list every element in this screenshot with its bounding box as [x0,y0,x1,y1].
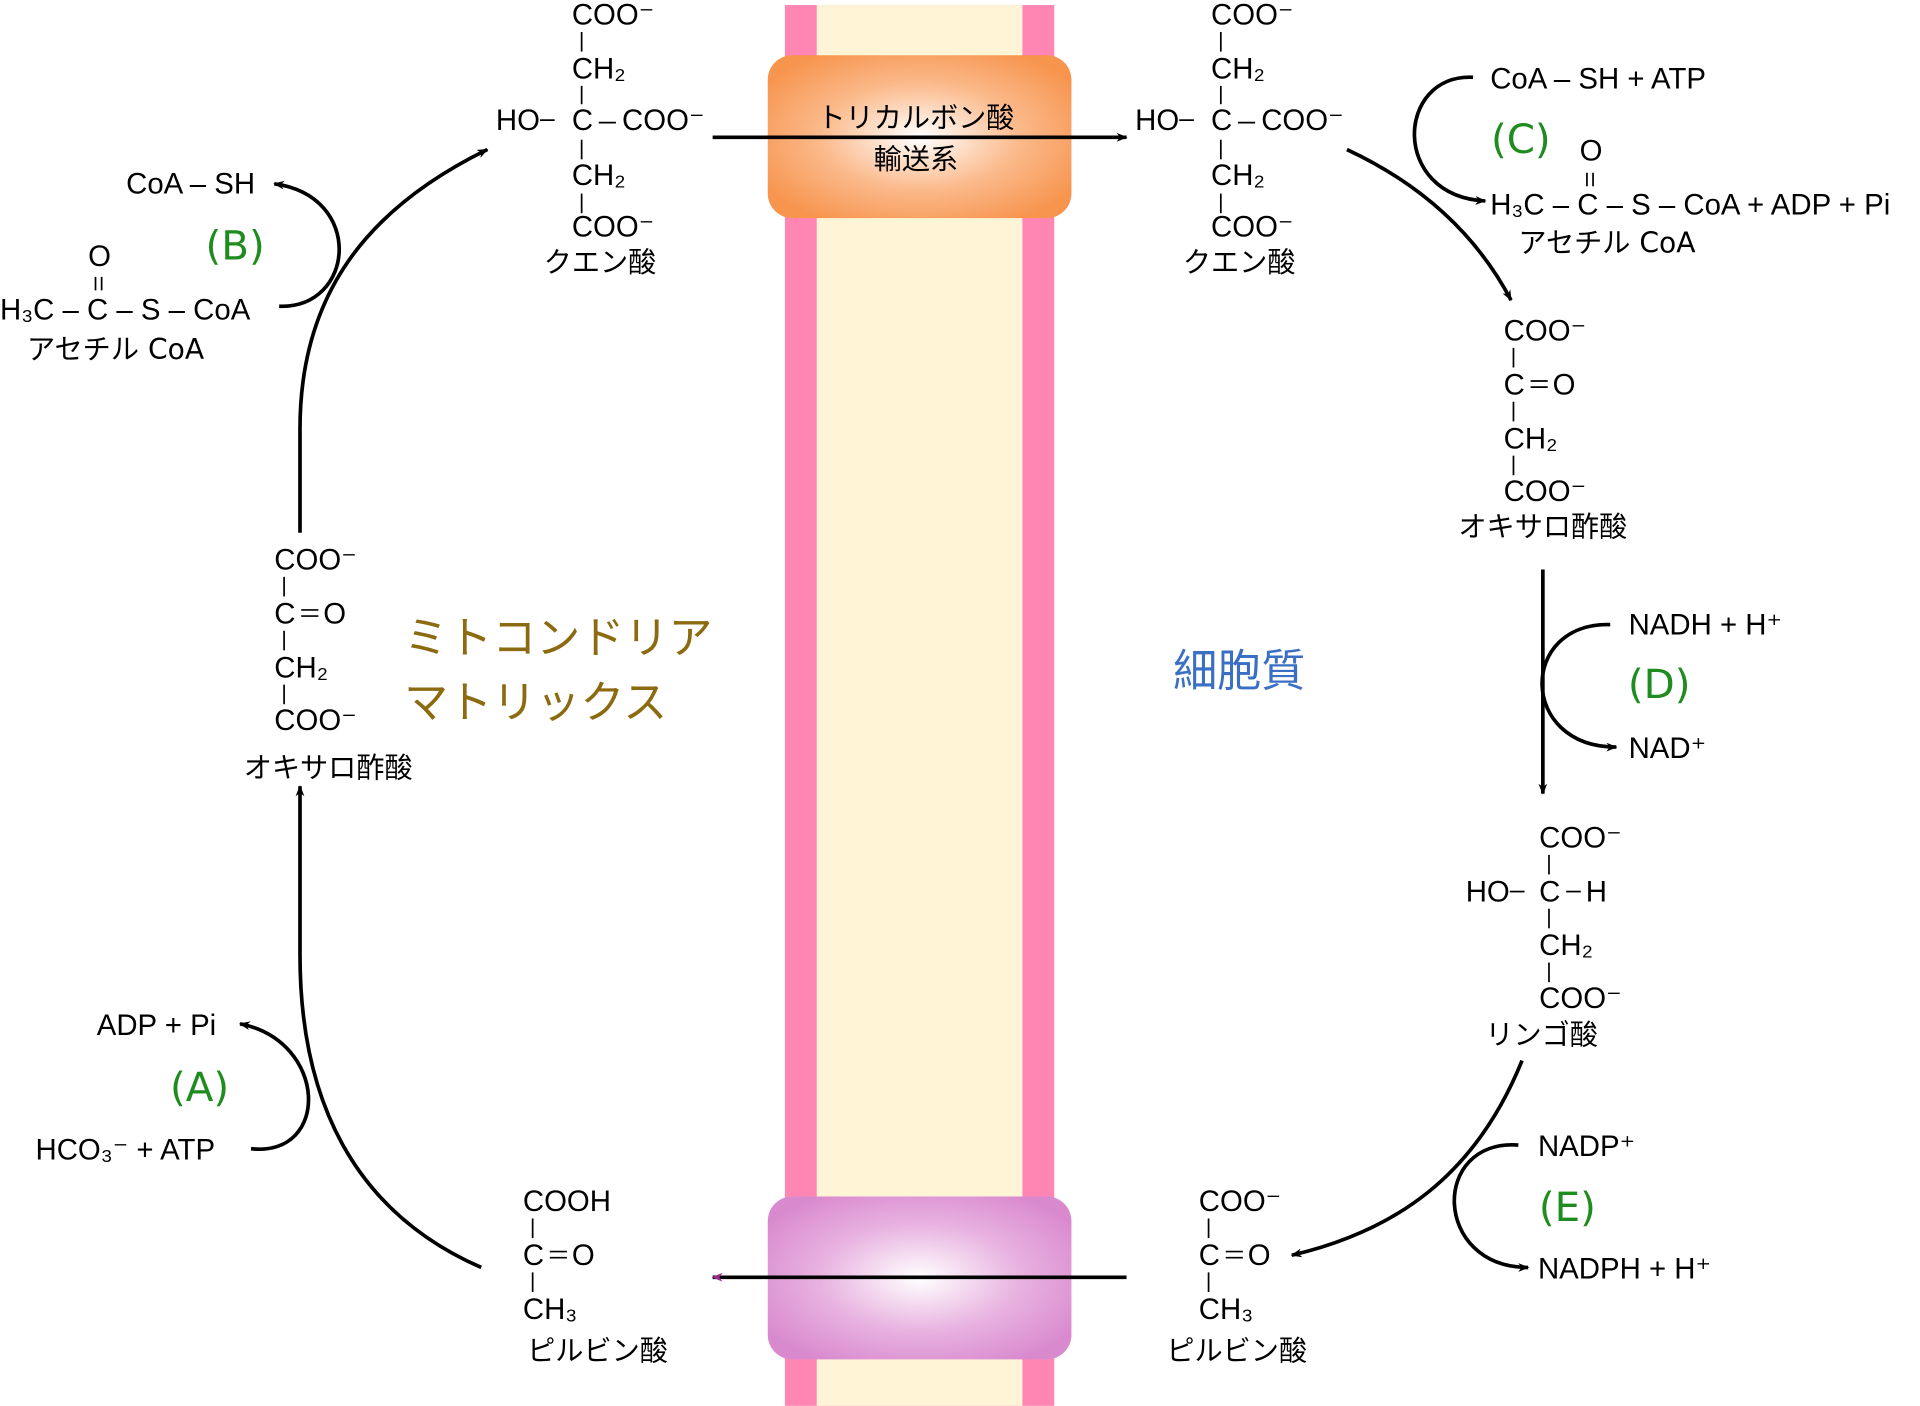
step-label-e: (E) [1539,1183,1596,1231]
transporter-label-line2: 輸送系 [874,143,958,176]
formula-row: COO⁻ [1504,475,1586,508]
formula-row: COO⁻ [274,704,356,737]
formula-row: CH₂ [274,651,328,684]
arrow-malate-to-pyruvate [1290,1059,1524,1258]
compound-name: ピルビン酸 [527,1335,668,1368]
reaction-c-product: H₃C – C – S – CoA + ADP + Pi [1490,188,1890,221]
formula-row: O [1248,1239,1271,1272]
formula-row: HO [1135,104,1179,137]
reaction-c: CoA – SH + ATP O H₃C – C – S – CoA + ADP… [1412,62,1890,259]
citrate-cytosol: COO⁻ CH₂ HO C COO⁻ CH₂ COO⁻ クエン酸 [1135,0,1344,279]
formula-row: CH₂ [1504,422,1558,455]
step-label-c: (C) [1491,115,1551,163]
reaction-c-substrate: CoA – SH + ATP [1490,62,1706,95]
formula-row: C [1539,875,1560,908]
transporter-label-line1: トリカルボン酸 [817,101,1014,134]
citrate-matrix: COO⁻ CH₂ HO C COO⁻ CH₂ COO⁻ クエン酸 [496,0,705,279]
formula-row: COO⁻ [1539,982,1621,1015]
acetyl-coa-formula: H₃C – C – S – CoA [0,294,251,327]
pyruvate-cytosol: COO⁻ C O CH₃ ピルビン酸 [1166,1185,1307,1367]
formula-row: COO⁻ [622,104,704,137]
compound-name: オキサロ酢酸 [244,752,413,785]
reaction-e: NADP⁺ NADPH + H⁺ [1452,1130,1711,1286]
formula-row: HO [1466,875,1510,908]
formula-row: HO [496,104,540,137]
reaction-b: CoA – SH O H₃C – C – S – CoA アセチル CoA [0,168,341,366]
formula-row: CH₂ [1211,53,1265,86]
formula-row: CH₃ [523,1293,577,1326]
formula-row: H [1586,875,1607,908]
formula-row: C [523,1239,544,1272]
formula-row: COO⁻ [1504,315,1586,348]
oxaloacetate-cytosol: COO⁻ C O CH₂ COO⁻ オキサロ酢酸 [1458,315,1627,544]
reaction-a: ADP + Pi HCO₃⁻ + ATP [36,1009,311,1167]
formula-row: O [323,597,346,630]
reaction-d-product: NAD⁺ [1629,732,1707,765]
formula-row: C [1199,1239,1220,1272]
matrix-label-line2: マトリックス [404,678,667,729]
compound-name: クエン酸 [544,246,657,279]
pyruvate-matrix: COOH C O CH₃ ピルビン酸 [523,1185,668,1367]
formula-row: CH₂ [572,53,626,86]
formula-row: COO⁻ [1211,0,1293,32]
formula-row: C [274,597,295,630]
formula-row: COO⁻ [1539,821,1621,854]
malate: COO⁻ HO C H CH₂ COO⁻ リンゴ酸 [1466,821,1622,1051]
formula-row: COOH [523,1185,611,1218]
matrix-label-line1: ミトコンドリア [404,613,713,664]
compound-name: オキサロ酢酸 [1458,510,1627,543]
step-label-d: (D) [1628,660,1691,708]
cytosol-label: 細胞質 [1173,646,1305,697]
reaction-d: NADH + H⁺ NAD⁺ [1540,608,1782,765]
reaction-a-substrate: HCO₃⁻ + ATP [36,1134,216,1167]
formula-row: C [1504,368,1525,401]
reaction-e-product: NADPH + H⁺ [1538,1253,1711,1286]
arrow-pyruvate-to-oxaloacetate [295,785,482,1270]
acetyl-coa-oxygen: O [1580,135,1603,168]
formula-row: O [1553,368,1576,401]
acetyl-coa-name: アセチル CoA [1518,226,1696,259]
step-label-b: (B) [205,222,264,270]
arrow-oxaloacetate-to-citrate [298,147,489,533]
formula-row: COO⁻ [1261,104,1343,137]
formula-row: C [572,104,593,137]
formula-row: COO⁻ [572,210,654,243]
acetyl-coa-name: アセチル CoA [27,333,205,366]
compound-name: リンゴ酸 [1485,1019,1598,1052]
formula-row: CH₂ [1211,159,1265,192]
reaction-d-substrate: NADH + H⁺ [1629,608,1782,641]
compound-name: クエン酸 [1183,246,1296,279]
acetyl-coa-oxygen: O [88,240,111,273]
compound-name: ピルビン酸 [1166,1335,1307,1368]
formula-row: COO⁻ [572,0,654,32]
oxaloacetate-matrix: COO⁻ C O CH₂ COO⁻ オキサロ酢酸 [244,544,413,785]
formula-row: CH₂ [1539,929,1593,962]
step-label-a: (A) [170,1063,229,1111]
formula-row: COO⁻ [1199,1185,1281,1218]
formula-row: CH₃ [1199,1293,1253,1326]
mitochondrial-membrane [784,5,1055,1406]
formula-row: C [1211,104,1232,137]
reaction-e-substrate: NADP⁺ [1538,1130,1635,1163]
reaction-a-product: ADP + Pi [97,1009,216,1042]
formula-row: CH₂ [572,159,626,192]
formula-row: COO⁻ [274,544,356,577]
arrow-citrate-to-oxaloacetate [1346,147,1513,302]
formula-row: COO⁻ [1211,210,1293,243]
formula-row: O [572,1239,595,1272]
reaction-b-product: CoA – SH [126,168,255,201]
